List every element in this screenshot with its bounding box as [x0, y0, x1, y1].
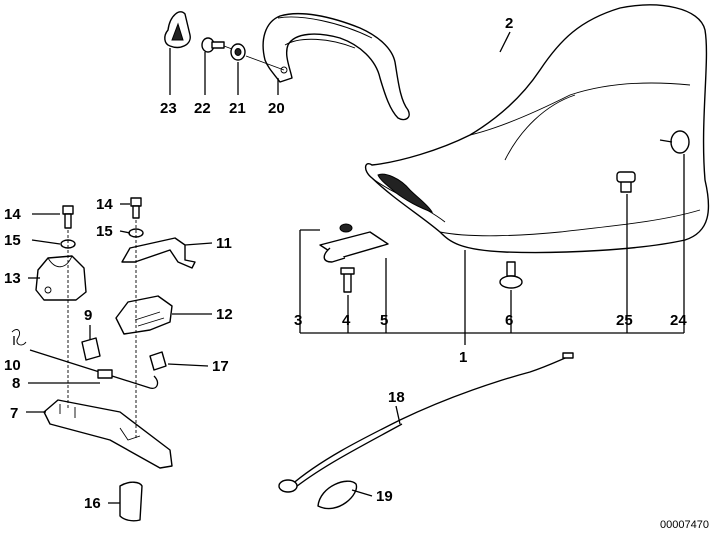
spring-10-drawing [11, 329, 27, 346]
bracket-13-drawing [35, 255, 87, 301]
pad-16-drawing [119, 481, 143, 522]
seat-drawing [364, 4, 710, 254]
callout-9: 9 [84, 307, 92, 324]
washer-21-drawing [230, 43, 246, 61]
leader-lines [13, 31, 685, 504]
clip-9-drawing [81, 337, 101, 361]
callout-8: 8 [12, 375, 20, 392]
callout-15-left: 15 [4, 232, 21, 249]
rod-8-drawing [29, 349, 159, 389]
bracket-11-drawing [121, 237, 196, 269]
callout-21: 21 [229, 100, 246, 117]
clip-17-drawing [149, 351, 167, 371]
assembly-line-top [223, 45, 285, 71]
cable-18-drawing [278, 352, 574, 493]
callout-7: 7 [10, 405, 18, 422]
bumper-25-drawing [616, 171, 636, 193]
callout-22: 22 [194, 100, 211, 117]
callout-23: 23 [160, 100, 177, 117]
reference-number: 00007470 [660, 519, 709, 531]
callout-16: 16 [84, 495, 101, 512]
assembly-guides [67, 220, 137, 440]
callout-labels: 1 2 3 4 5 6 7 8 9 10 11 12 13 14 14 15 1… [4, 15, 709, 531]
bolt-14a-drawing [62, 205, 74, 229]
callout-5: 5 [380, 312, 388, 329]
callout-13: 13 [4, 270, 21, 287]
seat-bracket-drawing [262, 12, 410, 121]
callout-10: 10 [4, 357, 21, 374]
callout-2: 2 [505, 15, 513, 32]
callout-12: 12 [216, 306, 233, 323]
base-7-drawing [43, 399, 173, 469]
bumper-23-drawing [164, 11, 191, 49]
bolt-22-drawing [201, 37, 225, 53]
callout-3: 3 [294, 312, 302, 329]
callout-20: 20 [268, 100, 285, 117]
callout-14-left: 14 [4, 206, 21, 223]
callout-11: 11 [216, 235, 232, 252]
callout-14-center: 14 [96, 196, 113, 213]
callout-17: 17 [212, 358, 229, 375]
bolt-14b-drawing [130, 197, 142, 219]
callout-24: 24 [670, 312, 687, 329]
callout-1: 1 [459, 349, 467, 366]
buffer-6-drawing [499, 261, 523, 289]
callout-15-center: 15 [96, 223, 113, 240]
screw-24-drawing [659, 130, 690, 154]
callout-25: 25 [616, 312, 633, 329]
latch-plate-drawing [319, 223, 389, 293]
latch-12-drawing [115, 295, 173, 335]
callout-4: 4 [342, 312, 351, 329]
cable-clip-19-drawing [317, 480, 358, 510]
callout-6: 6 [505, 312, 513, 329]
callout-19: 19 [376, 488, 393, 505]
callout-18: 18 [388, 389, 405, 406]
